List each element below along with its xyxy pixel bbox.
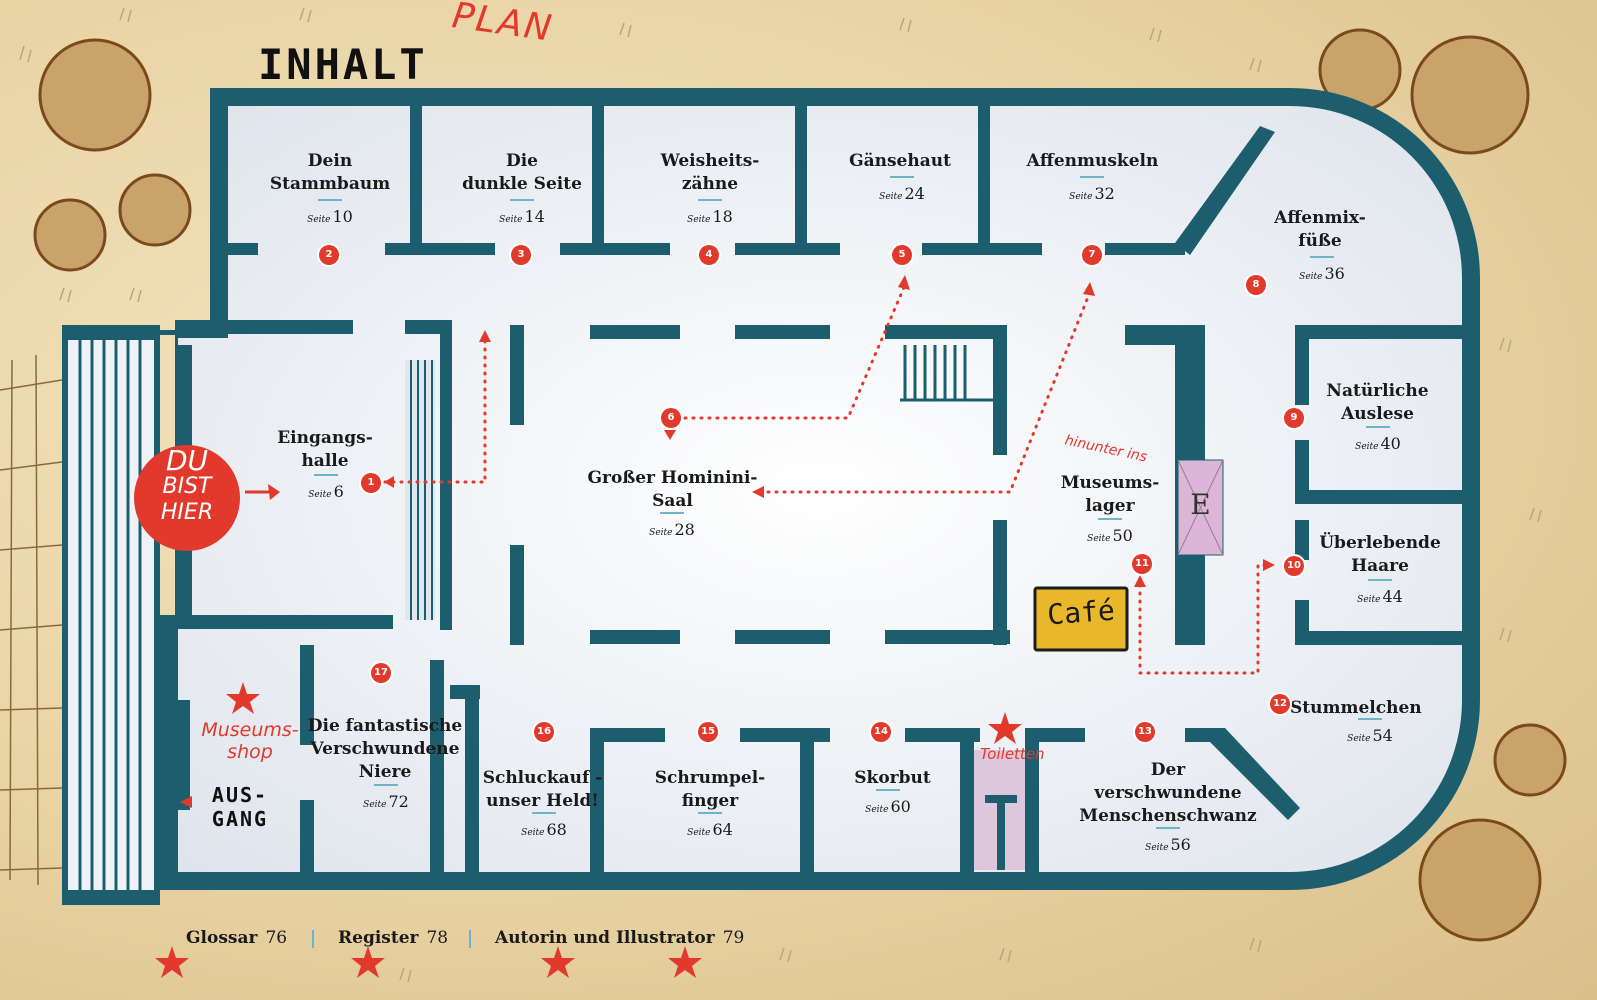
- footer-separator: [312, 930, 314, 948]
- room-number-badge: 8: [1246, 275, 1266, 295]
- fence: [0, 354, 63, 886]
- you-are-here-badge: [134, 445, 240, 551]
- you-are-here-label: DU BIST HIER: [160, 444, 214, 526]
- room-number-badge: 17: [371, 663, 391, 683]
- room-number-badge: 9: [1284, 408, 1304, 428]
- page-title: INHALT: [258, 40, 428, 89]
- toilets-label: Toiletten: [980, 745, 1045, 763]
- room-number-badge: 7: [1082, 245, 1102, 265]
- trees: [33, 28, 1567, 942]
- room-number-badge: 1: [361, 473, 381, 493]
- elevator-label: E: [1190, 488, 1211, 521]
- route-arrowheads: [180, 275, 1275, 808]
- elevator-icon: [1177, 459, 1224, 556]
- room-number-badge: 5: [892, 245, 912, 265]
- route-lines: [383, 283, 1272, 675]
- room-number-badge: 11: [1132, 554, 1152, 574]
- museum-shop-label: Museums- shop: [201, 719, 299, 763]
- room-number-badge: 12: [1270, 694, 1290, 714]
- room-number-badge: 2: [319, 245, 339, 265]
- inner-walls: [178, 106, 1475, 878]
- cafe-sign: [1033, 586, 1129, 652]
- exit-label: AUS- GANG: [211, 783, 269, 831]
- toilet-room: [974, 750, 1025, 870]
- cafe-label: Café: [1046, 593, 1116, 632]
- room-number-badge: 4: [699, 245, 719, 265]
- room-number-badge: 15: [698, 722, 718, 742]
- room-number-badge: 3: [511, 245, 531, 265]
- room-number-badge: 10: [1284, 556, 1304, 576]
- stairs: [900, 345, 993, 402]
- room-number-badge: 16: [534, 722, 554, 742]
- stars: [155, 682, 1022, 978]
- entrance-steps: [62, 325, 160, 905]
- room-number-badge: 6: [661, 408, 681, 428]
- room-number-badge: 13: [1135, 722, 1155, 742]
- footer-separator: [469, 930, 471, 948]
- grass-strokes: [19, 7, 1542, 983]
- room-number-badge: 14: [871, 722, 891, 742]
